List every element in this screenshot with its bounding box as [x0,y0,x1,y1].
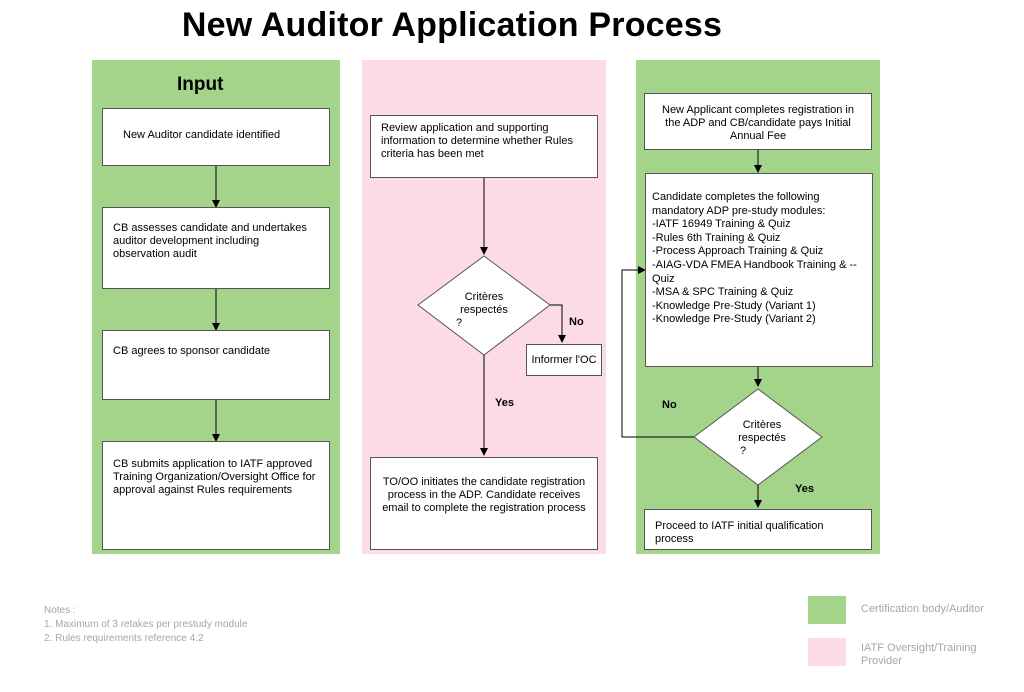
note-item-1: 1. Maximum of 3 retakes per prestudy mod… [44,619,248,630]
step-cb-submits: CB submits application to IATF approved … [102,441,330,550]
decision-right-label: Critères respectés ? [722,419,802,458]
arrow-right-no-loop [621,266,694,438]
modules-line-9: -Knowledge Pre-Study (Variant 1) [652,299,816,312]
notes: Notes : 1. Maximum of 3 retakes per pres… [44,604,247,646]
legend-label-iatf: IATF Oversight/Training Provider [861,642,977,667]
right-no-label: No [662,399,677,411]
modules-line-7: Quiz [652,272,675,285]
decision-middle-line1: Critères [464,291,504,303]
modules-line-2: mandatory ADP pre-study modules: [652,204,826,217]
arrow-mid-no [550,304,566,343]
step-candidate-identified: New Auditor candidate identified [102,108,330,166]
step-cb-sponsors: CB agrees to sponsor candidate [102,330,330,400]
notes-heading: Notes : [44,605,76,616]
middle-yes-label: Yes [495,397,514,409]
right-yes-label: Yes [795,483,814,495]
step-complete-registration-text: New Applicant completes registration in … [662,104,854,142]
step-cb-assesses: CB assesses candidate and undertakes aud… [102,207,330,289]
modules-line-3: -IATF 16949 Training & Quiz [652,218,791,231]
middle-no-label: No [569,316,584,328]
step-proceed-qualification: Proceed to IATF initial qualification pr… [644,509,872,550]
decision-middle-label: Critères respectés ? [440,291,528,330]
step-initiate-registration-text: TO/OO initiates the candidate registrati… [382,476,586,514]
decision-middle-line2: respectés [460,304,508,316]
decision-right-line1: Critères [742,419,782,431]
step-complete-registration: New Applicant completes registration in … [644,93,872,150]
step-inform-oc: Informer l'OC [526,344,602,376]
lane-title-input: Input [177,74,224,95]
legend-label-certification: Certification body/Auditor [861,603,984,615]
step-candidate-identified-text: New Auditor candidate identified [123,129,281,141]
note-item-2: 2. Rules requirements reference 4.2 [44,633,204,644]
decision-right-line3: ? [740,445,747,457]
step-inform-oc-text: Informer l'OC [531,354,597,366]
decision-middle-line3: ? [456,317,463,329]
step-cb-submits-text: CB submits application to IATF approved … [113,458,316,496]
modules-line-10: -Knowledge Pre-Study (Variant 2) [652,313,816,326]
step-prestudy-modules: Candidate completes the following mandat… [645,173,873,367]
step-proceed-qualification-text: Proceed to IATF initial qualification pr… [655,520,824,545]
step-initiate-registration: TO/OO initiates the candidate registrati… [370,457,598,550]
decision-right-line2: respectés [738,432,786,444]
step-cb-assesses-text: CB assesses candidate and undertakes aud… [113,222,307,260]
modules-line-6: -AIAG-VDA FMEA Handbook Training & -- [652,258,857,271]
modules-line-8: -MSA & SPC Training & Quiz [652,286,794,299]
modules-line-4: -Rules 6th Training & Quiz [652,231,781,244]
step-cb-sponsors-text: CB agrees to sponsor candidate [113,345,271,357]
step-review-application: Review application and supporting inform… [370,115,598,178]
legend-swatch-certification [808,596,846,624]
modules-line-1: Candidate completes the following [652,191,820,203]
page-title: New Auditor Application Process [181,6,723,44]
step-review-application-text: Review application and supporting inform… [381,122,573,160]
legend-swatch-iatf [808,638,846,666]
modules-line-5: -Process Approach Training & Quiz [652,245,824,258]
